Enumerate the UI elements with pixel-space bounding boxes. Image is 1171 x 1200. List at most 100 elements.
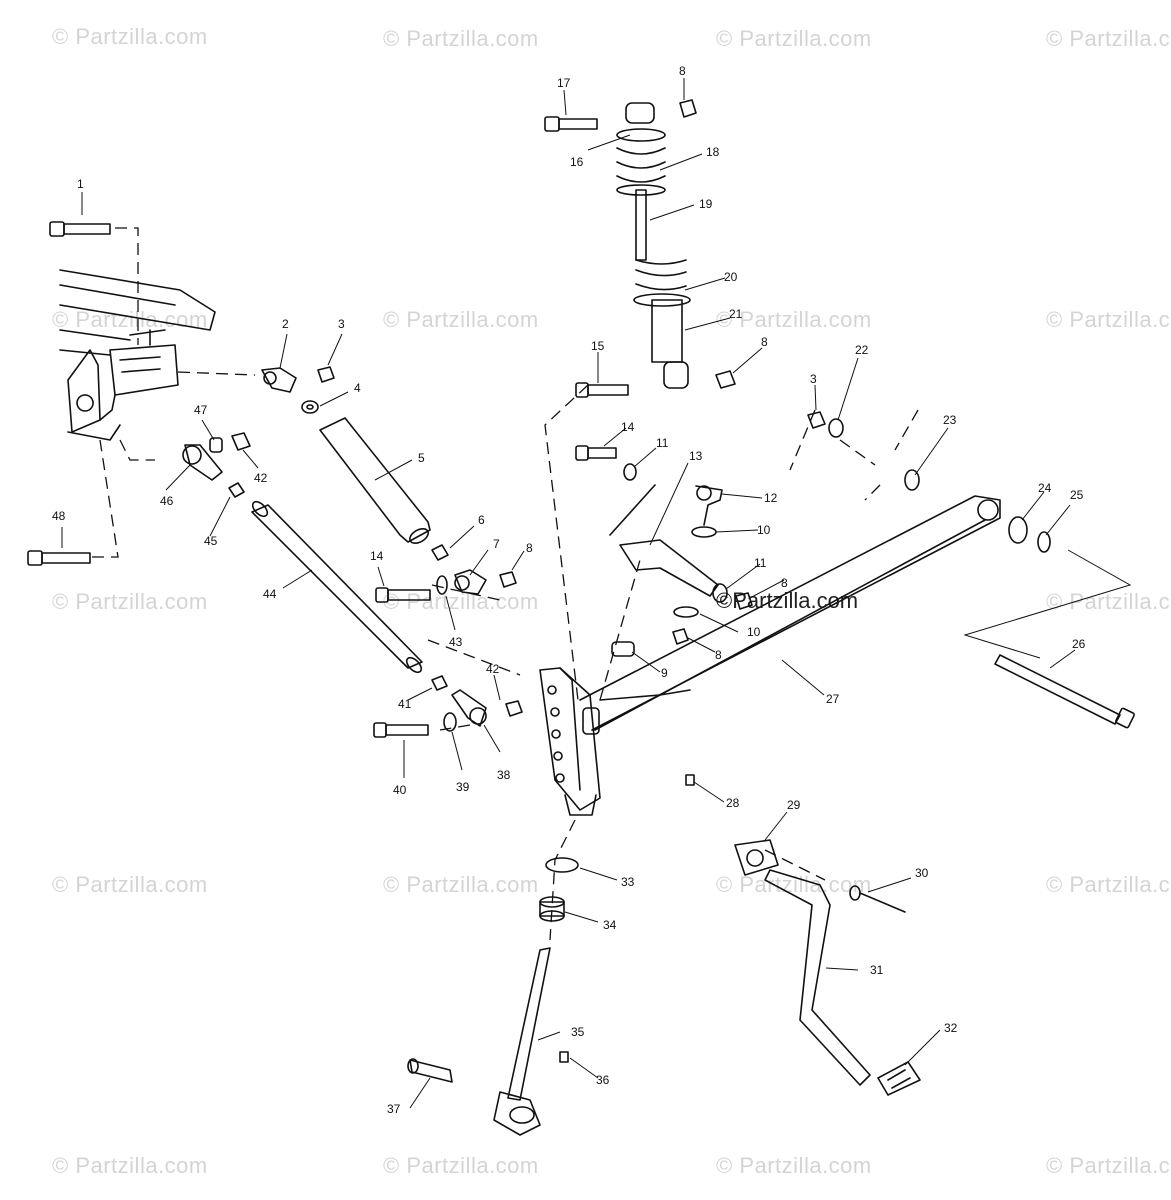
pivot-bracket-29 — [734, 839, 779, 876]
grease-fitting-36 — [559, 1051, 569, 1063]
callout-9: 9 — [661, 666, 668, 680]
watermark: © Partzilla.com — [383, 26, 539, 51]
callout-44: 44 — [263, 587, 277, 601]
rod-end-38 — [451, 689, 487, 727]
callout-26: 26 — [1072, 637, 1086, 651]
watermark: © Partzilla.com — [716, 872, 872, 897]
callout-10: 10 — [757, 523, 771, 537]
callout-48: 48 — [52, 509, 66, 523]
washer-39 — [443, 712, 457, 732]
callout-11: 11 — [754, 556, 767, 570]
callout-12: 12 — [764, 491, 778, 505]
watermark: © Partzilla.com — [383, 307, 539, 332]
callout-5: 5 — [418, 451, 425, 465]
pin-30 — [849, 885, 906, 913]
callout-21: 21 — [729, 307, 743, 321]
watermark: © Partzilla.com — [1046, 872, 1171, 897]
nut-3b — [807, 411, 826, 429]
callout-47: 47 — [194, 403, 208, 417]
callout-8: 8 — [679, 64, 686, 78]
watermark: © Partzilla.com — [383, 1153, 539, 1178]
watermark: © Partzilla.com — [52, 872, 208, 897]
rod-end-46 — [182, 444, 223, 481]
callout-35: 35 — [571, 1025, 585, 1039]
callout-42: 42 — [254, 471, 268, 485]
watermark: © Partzilla.com — [383, 872, 539, 897]
washer-11b — [712, 583, 728, 603]
callout-labels: 1 2 3 3 4 5 6 7 8 8 8 8 8 9 10 10 11 11 … — [52, 64, 1086, 1116]
callout-7: 7 — [493, 537, 500, 551]
callout-41: 41 — [398, 697, 412, 711]
callout-40: 40 — [393, 783, 407, 797]
bolt-26 — [994, 654, 1135, 729]
shock-absorber — [544, 99, 736, 398]
bushing-47 — [209, 437, 223, 453]
callout-8: 8 — [761, 335, 768, 349]
nut-45 — [228, 482, 245, 498]
washer-4 — [301, 400, 319, 414]
tie-rod-tube-5 — [319, 417, 431, 545]
watermark: © Partzilla.com — [383, 589, 539, 614]
bolt-40 — [373, 722, 429, 738]
callout-45: 45 — [204, 534, 218, 548]
callout-34: 34 — [603, 918, 617, 932]
callout-16: 16 — [570, 155, 584, 169]
callout-19: 19 — [699, 197, 713, 211]
watermark: © Partzilla.com — [1046, 307, 1171, 332]
callout-39: 39 — [456, 780, 470, 794]
callout-28: 28 — [726, 796, 740, 810]
bolt-1 — [49, 221, 111, 237]
nut-3a — [317, 366, 335, 383]
callout-33: 33 — [621, 875, 635, 889]
callout-15: 15 — [591, 339, 605, 353]
callout-17: 17 — [557, 76, 571, 90]
callout-29: 29 — [787, 798, 801, 812]
grease-fitting-28 — [685, 774, 695, 786]
nut-8e — [672, 628, 689, 645]
callout-10: 10 — [747, 625, 761, 639]
washer-22 — [828, 418, 844, 438]
callout-11: 11 — [656, 436, 669, 450]
nut-42a — [231, 432, 251, 451]
callout-25: 25 — [1070, 488, 1084, 502]
bolt-14b — [375, 587, 431, 603]
bushing-24 — [1008, 516, 1028, 544]
callout-27: 27 — [826, 692, 840, 706]
callout-8: 8 — [526, 541, 533, 555]
spindle-35 — [493, 947, 551, 1136]
callout-13: 13 — [689, 449, 703, 463]
callout-24: 24 — [1038, 481, 1052, 495]
brake-pedal-31 — [764, 869, 871, 1086]
callout-23: 23 — [943, 413, 957, 427]
ring-25 — [1037, 531, 1051, 553]
nut-8d — [735, 592, 753, 610]
bushing-34 — [539, 896, 565, 922]
callout-1: 1 — [77, 177, 84, 191]
washer-23 — [904, 469, 920, 491]
callout-36: 36 — [596, 1073, 610, 1087]
watermark: © Partzilla.com — [716, 26, 872, 51]
bushing-37 — [407, 1058, 453, 1083]
callout-3: 3 — [338, 317, 345, 331]
jam-nut-6 — [431, 544, 449, 561]
ring-33 — [545, 857, 579, 873]
callout-8: 8 — [715, 648, 722, 662]
nut-42b — [505, 700, 523, 717]
bushing-9 — [611, 641, 635, 657]
watermark: © Partzilla.com — [1046, 589, 1171, 614]
washer-11a — [623, 463, 637, 481]
pedal-pad-32 — [877, 1061, 921, 1096]
bolt-48 — [27, 550, 91, 566]
watermark: © Partzilla.com — [52, 1153, 208, 1178]
bolt-14a — [575, 445, 617, 461]
callout-32: 32 — [944, 1021, 958, 1035]
callout-2: 2 — [282, 317, 289, 331]
tie-rod-tube-44 — [251, 500, 423, 674]
watermark: © Partzilla.com — [1046, 1153, 1171, 1178]
nut-41 — [431, 675, 448, 691]
callout-3: 3 — [810, 372, 817, 386]
callout-42: 42 — [486, 662, 500, 676]
callout-4: 4 — [354, 381, 361, 395]
callout-38: 38 — [497, 768, 511, 782]
